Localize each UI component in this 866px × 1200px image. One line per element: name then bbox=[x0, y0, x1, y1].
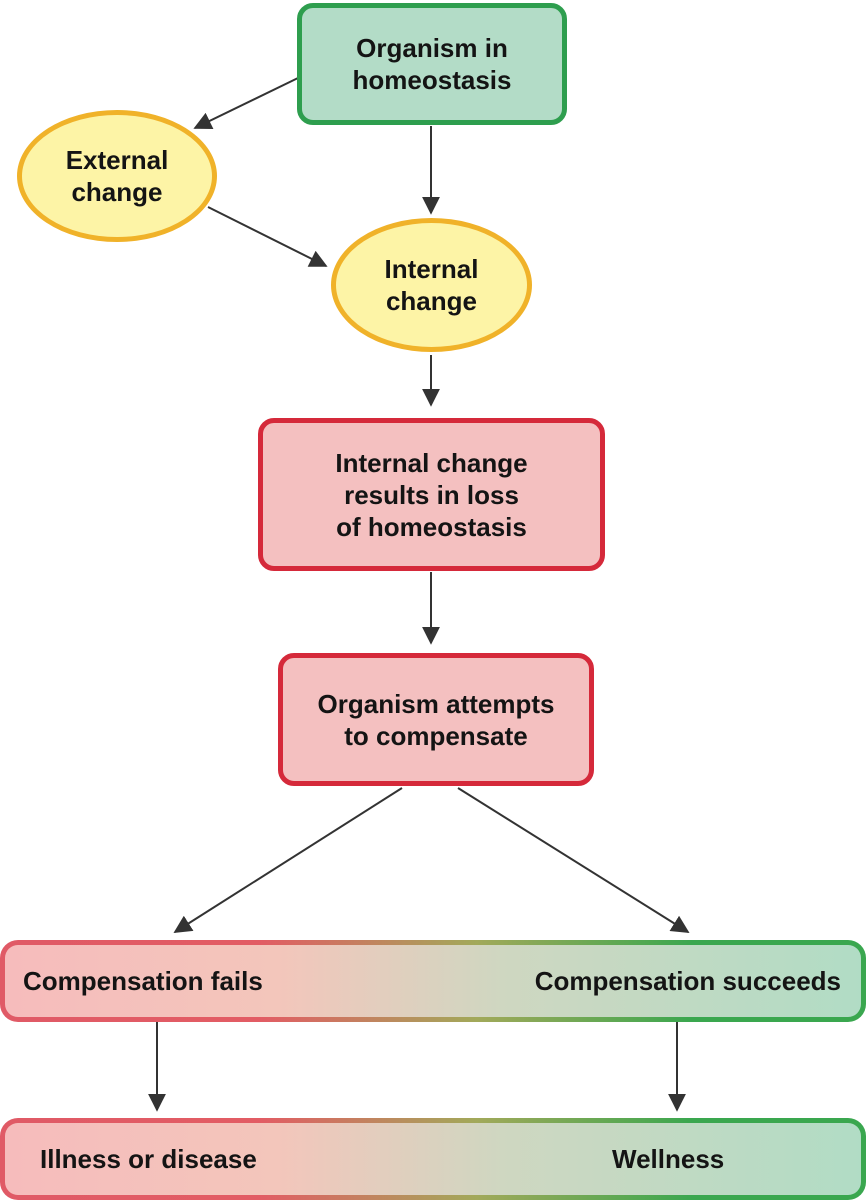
node-external-change: External change bbox=[17, 110, 217, 242]
node-loss-of-homeostasis: Internal change results in loss of homeo… bbox=[258, 418, 605, 571]
arrow-compensate-to-fails bbox=[173, 787, 403, 933]
node-organism-attempts-to-compensate: Organism attempts to compensate bbox=[278, 653, 594, 786]
illness-or-disease-label: Illness or disease bbox=[40, 1143, 257, 1174]
node-internal-change: Internal change bbox=[331, 218, 532, 352]
node-label: Organism attempts to compensate bbox=[317, 688, 555, 751]
node-label: Organism in homeostasis bbox=[352, 33, 512, 95]
compensation-succeeds-label: Compensation succeeds bbox=[534, 965, 841, 996]
result-bar: Illness or disease Wellness bbox=[0, 1118, 866, 1200]
compensation-fails-label: Compensation fails bbox=[23, 965, 263, 996]
outcome-bar: Compensation fails Compensation succeeds bbox=[0, 940, 866, 1022]
node-label: External change bbox=[65, 145, 169, 207]
wellness-label: Wellness bbox=[612, 1143, 725, 1174]
node-organism-in-homeostasis: Organism in homeostasis bbox=[297, 3, 567, 125]
arrow-homeostasis-to-external bbox=[193, 77, 299, 130]
arrow-external-to-internal bbox=[207, 206, 328, 267]
node-label: Internal change bbox=[384, 254, 479, 316]
arrow-compensate-to-succeeds bbox=[457, 787, 690, 933]
node-label: Internal change results in loss of homeo… bbox=[335, 447, 528, 542]
